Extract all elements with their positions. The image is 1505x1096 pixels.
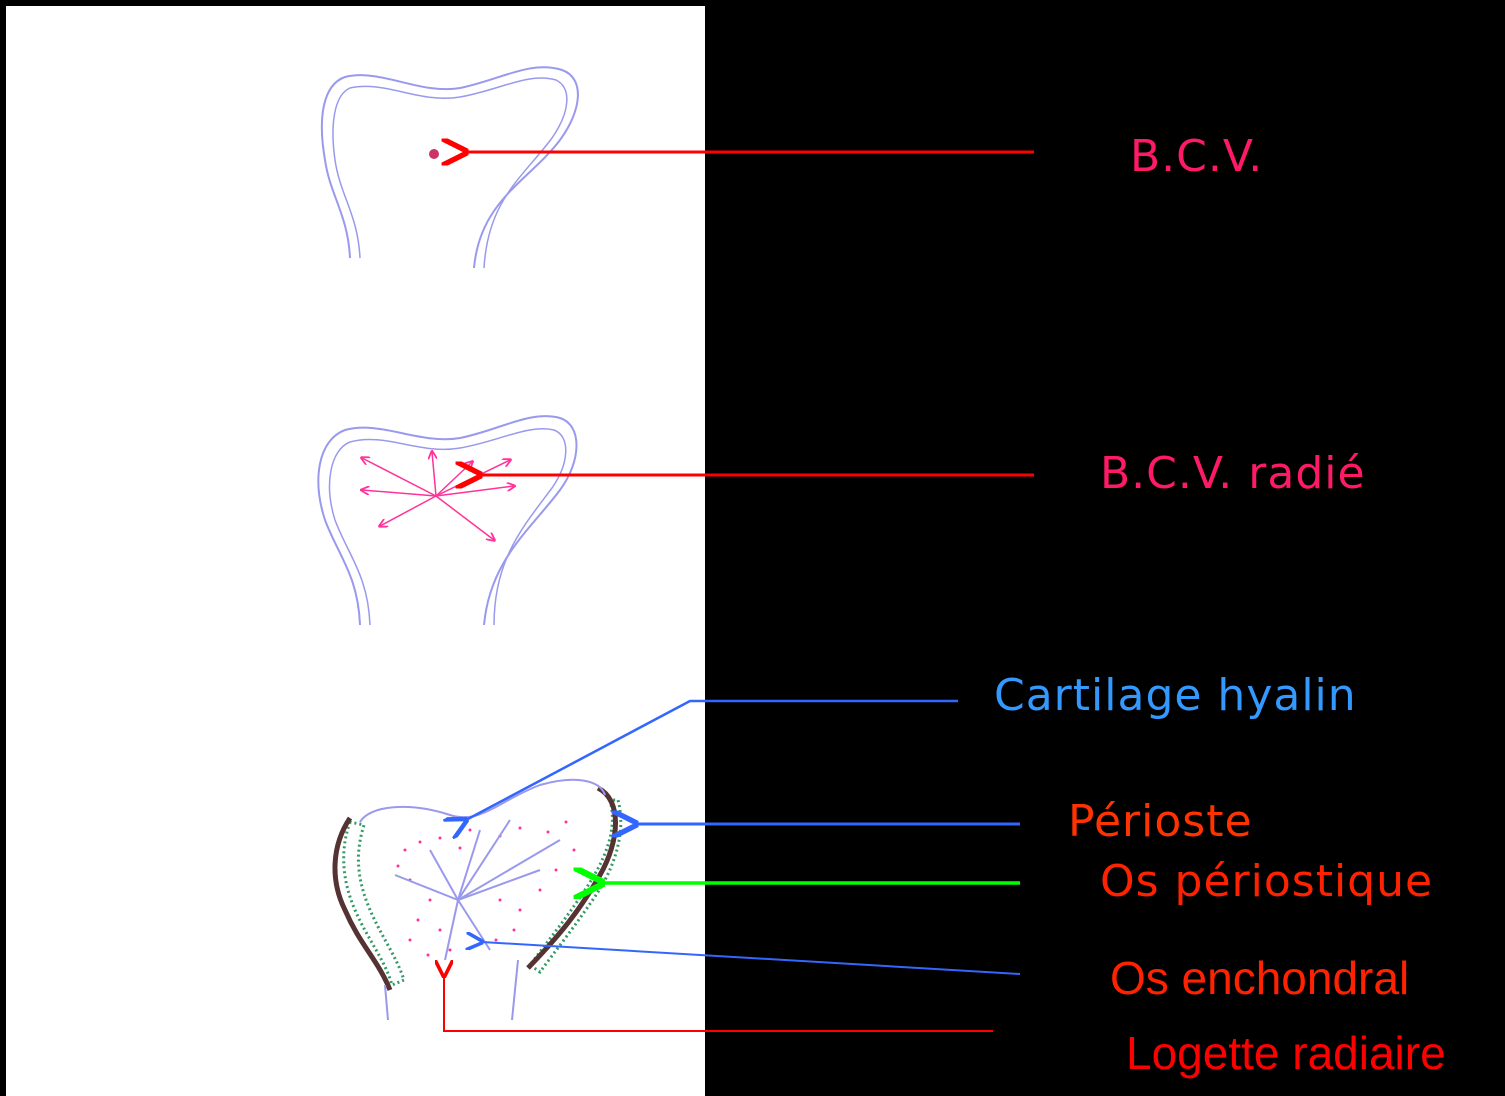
label-perioste: Périoste [1068, 800, 1253, 844]
label-os-periostique: Os périostique [1100, 860, 1433, 904]
ossification-dots [397, 821, 576, 957]
model-1-outline-inner [333, 78, 567, 268]
label-os-enchondral: Os enchondral [1110, 955, 1409, 1001]
arrow-cartilage-hyalin [466, 701, 958, 820]
cartilage-top-outline [360, 780, 605, 822]
cartilage-model-2 [318, 416, 576, 625]
arrow-logette-radiaire [444, 976, 993, 1031]
label-logette-radiaire: Logette radiaire [1126, 1030, 1446, 1076]
bcv-dot [429, 149, 439, 159]
pointer-arrows [444, 152, 1034, 1031]
label-bcv-radie: B.C.V. radié [1100, 452, 1366, 496]
model-2-outline-outer [318, 416, 576, 625]
label-bcv: B.C.V. [1130, 135, 1263, 179]
shaft-outline-right [512, 960, 518, 1020]
label-cartilage-hyalin: Cartilage hyalin [994, 674, 1357, 718]
periosteum-right [528, 788, 616, 968]
radiating-vessels [362, 452, 514, 540]
cartilage-model-3 [335, 780, 621, 1020]
model-1-outline-outer [322, 67, 578, 268]
arrow-os-enchondral [482, 942, 1020, 974]
periosteum-left [335, 818, 390, 990]
cartilage-model-1 [322, 67, 578, 268]
